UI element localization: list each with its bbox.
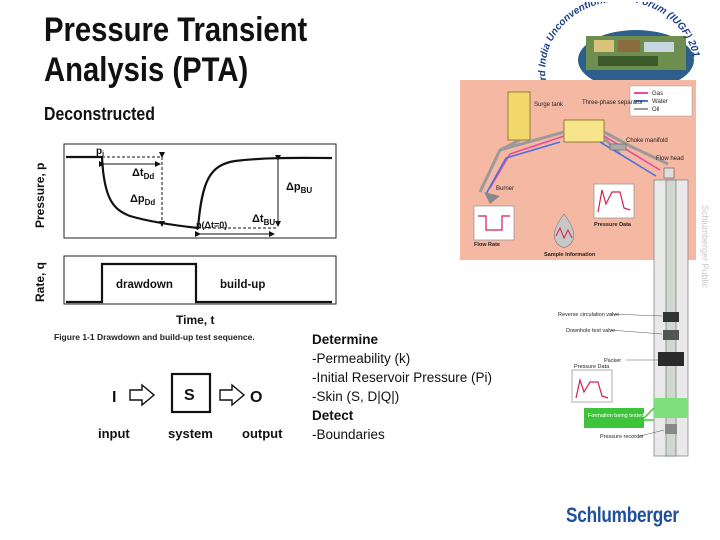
figure-caption: Figure 1-1 Drawdown and build-up test se…	[54, 332, 255, 342]
title-line-1: Pressure Transient	[44, 11, 308, 49]
input-symbol: I	[112, 389, 116, 406]
forum-logo-tile	[618, 40, 640, 52]
downhole-valve-icon	[663, 330, 679, 340]
packer-icon	[658, 352, 684, 366]
determine-item: -Skin (S, D|Q|)	[312, 389, 400, 404]
packer-label: Packer	[604, 358, 621, 364]
pressure-data-sparkline-bottom	[575, 377, 609, 399]
separator-icon	[563, 119, 605, 143]
legend-oil: Oil	[652, 107, 659, 113]
detect-heading: Detect	[312, 408, 354, 423]
drawdown-buildup-figure: Pressure, p pi ΔtDd ΔpDd p(Δt=0) ΔtBU Δp…	[33, 143, 337, 342]
system-label: system	[168, 426, 213, 441]
page-title: Pressure Transient Analysis (PTA)	[44, 10, 307, 90]
system-box	[170, 372, 212, 414]
pi-label: pi	[96, 146, 104, 158]
input-label: input	[98, 426, 130, 441]
recorder-label: Pressure recorder	[600, 434, 644, 440]
forum-logo-tile	[594, 40, 614, 52]
sample-sparkline	[555, 226, 573, 240]
rate-axis-label: Rate, q	[33, 262, 47, 302]
output-label: output	[242, 426, 283, 441]
pipework-oil	[478, 130, 669, 193]
surge-tank-label: Surge tank	[534, 102, 564, 108]
dt-dd-label: ΔtDd	[132, 167, 154, 181]
forum-logo-tile	[598, 56, 658, 66]
pressure-data-card-top	[593, 183, 635, 219]
choke-icon	[609, 143, 627, 151]
time-axis-label: Time, t	[176, 313, 214, 327]
pipework-water	[485, 141, 657, 195]
leader-line	[609, 313, 663, 317]
sample-drop-icon	[553, 213, 575, 249]
brand-logo: Schlumberger	[566, 504, 679, 527]
flow-rate-label: Flow Rate	[474, 242, 500, 248]
determine-item: -Permeability (k)	[312, 351, 411, 366]
determine-item: -Initial Reservoir Pressure (Pi)	[312, 370, 493, 385]
burner-icon	[484, 192, 500, 204]
system-symbol: S	[184, 387, 195, 404]
formation-label: Formation being tested	[588, 413, 644, 419]
page-subtitle: Deconstructed	[44, 104, 155, 124]
sample-information-label: Sample Information	[544, 252, 596, 258]
rate-plot-frame	[63, 255, 337, 305]
drawdown-label: drawdown	[116, 279, 173, 291]
pipework-gas	[489, 135, 661, 189]
output-symbol: O	[250, 389, 262, 406]
system-diagram: I S O input system output	[98, 372, 283, 441]
flow-rate-sparkline	[478, 215, 510, 231]
title-line-2: Analysis (PTA)	[44, 51, 249, 89]
classification-tag-text: Schlumberger Public	[700, 205, 710, 289]
formation-label-box	[584, 408, 644, 428]
output-arrow-icon	[219, 383, 246, 407]
formation-arrow	[643, 407, 655, 419]
formation-zone	[654, 398, 688, 418]
detect-item: -Boundaries	[312, 427, 385, 442]
buildup-label: build-up	[220, 279, 265, 291]
reverse-valve-icon	[663, 312, 679, 322]
input-arrow-icon	[129, 383, 156, 407]
leader-line	[639, 429, 665, 437]
dt-bu-label: ΔtBU	[252, 213, 275, 227]
reverse-valve-label: Reverse circulation valve	[558, 312, 619, 318]
leader-line	[609, 329, 663, 335]
rate-curve	[66, 262, 332, 304]
choke-label: Choke manifold	[626, 138, 668, 144]
downhole-valve-label: Downhole test valve	[566, 328, 615, 334]
p-dt0-label: p(Δt=0)	[196, 220, 227, 230]
pressure-data-top-label: Pressure Data	[594, 222, 632, 228]
legend-water: Water	[652, 99, 668, 105]
determine-heading: Determine	[312, 332, 379, 347]
flow-head-icon	[663, 167, 675, 179]
flow-rate-card	[473, 205, 515, 241]
well-test-schematic: Gas Water Oil Surge tank Three-phase sep…	[460, 80, 696, 457]
separator-label: Three-phase separator	[582, 100, 643, 106]
classification-tag: Schlumberger Public	[694, 205, 714, 305]
pressure-recorder-icon	[665, 424, 677, 434]
pressure-plot-frame	[63, 143, 337, 239]
dp-dd-label: ΔpDd	[130, 193, 155, 207]
surge-tank-icon	[507, 91, 531, 141]
determine-list: Determine -Permeability (k) -Initial Res…	[312, 330, 492, 444]
pressure-data-bottom-label: Pressure Data	[574, 364, 610, 370]
flow-head-label: Flow head	[656, 156, 684, 162]
pressure-data-sparkline-top	[597, 189, 631, 213]
dp-bu-label: ΔpBU	[286, 181, 312, 195]
burner-label: Burner	[496, 186, 514, 192]
forum-logo-tile	[644, 42, 674, 52]
forum-logo: rd India Unconventional Gas Forum (IUGF)…	[537, 2, 700, 82]
pressure-axis-label: Pressure, p	[33, 163, 47, 228]
legend-gas: Gas	[652, 91, 663, 97]
